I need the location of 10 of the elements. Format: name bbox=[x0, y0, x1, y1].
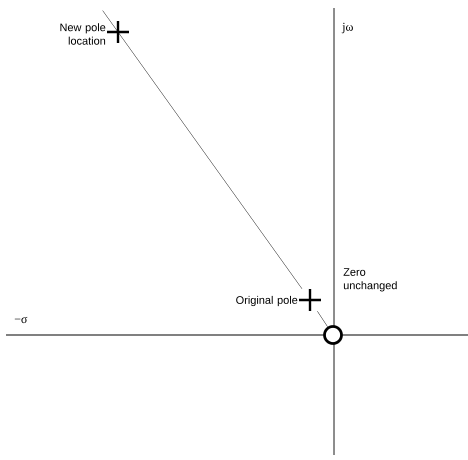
pole-cross bbox=[107, 21, 129, 43]
locus-line bbox=[317, 310, 328, 327]
locus-line bbox=[102, 10, 302, 290]
pole-cross bbox=[299, 289, 321, 311]
axis-label: jω bbox=[342, 22, 353, 34]
pole-label: Original pole bbox=[236, 296, 298, 306]
zero-circle bbox=[323, 325, 343, 345]
pole-label: Zero unchanged bbox=[344, 268, 397, 292]
axis-label: −σ bbox=[14, 316, 28, 324]
pole-label: New pole location bbox=[60, 23, 106, 45]
